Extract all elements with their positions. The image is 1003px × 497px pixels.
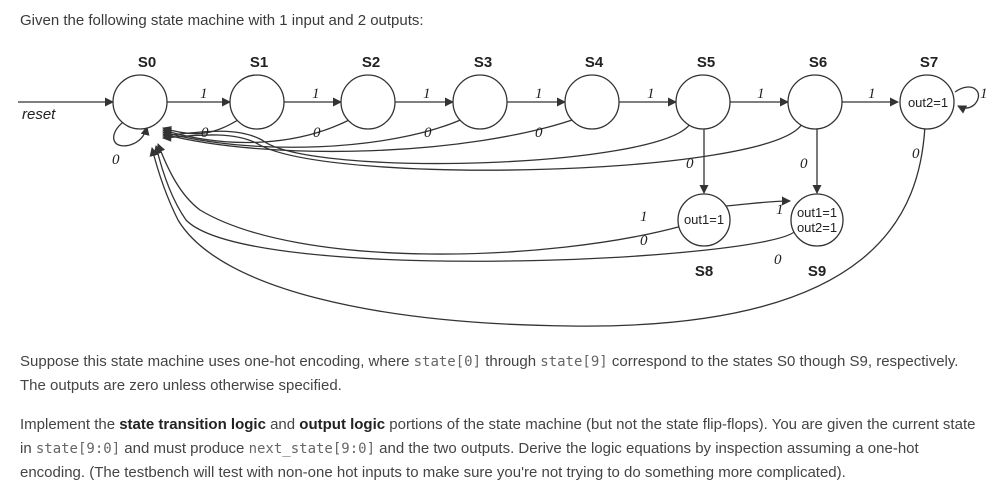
input-s5-s6: 1: [757, 86, 765, 102]
state-s8: [677, 193, 731, 247]
input-s4-s0: 0: [535, 125, 543, 141]
input-s7-self: 1: [980, 86, 988, 102]
label-s0: S0: [138, 54, 156, 71]
edge-s6-s0: [162, 123, 803, 171]
edge-s0-self: [113, 119, 150, 147]
input-s3-s0: 0: [424, 125, 432, 141]
code-state9: state[9]: [540, 354, 608, 370]
code-next-state-bus: next_state[9:0]: [248, 441, 375, 457]
reset-label: reset: [22, 106, 56, 123]
output-s9-line1: out1=1: [797, 205, 837, 220]
input-s9-s0: 0: [774, 252, 782, 268]
label-s9: S9: [808, 263, 826, 280]
label-s3: S3: [474, 54, 492, 71]
state-s6: [787, 74, 843, 130]
input-s8-s9: 1: [776, 202, 784, 218]
input-s8-s0: 0: [640, 233, 648, 249]
input-s2-s0: 0: [313, 125, 321, 141]
state-s2: [340, 74, 396, 130]
state-s4: [564, 74, 620, 130]
output-s9-line2: out2=1: [797, 220, 837, 235]
state-s9: [790, 193, 844, 247]
description-paragraph: Suppose this state machine uses one-hot …: [20, 353, 959, 394]
output-s8: out1=1: [684, 212, 724, 227]
state-s0: [112, 74, 168, 130]
state-s3: [452, 74, 508, 130]
intro-text: Given the following state machine with 1…: [20, 12, 424, 29]
label-s5: S5: [697, 54, 715, 71]
input-s2-s3: 1: [423, 86, 431, 102]
state-s1: [229, 74, 285, 130]
edge-s4-s0: [162, 117, 579, 153]
emphasis-state-transition: state transition logic: [119, 416, 266, 433]
edge-s7-self: [954, 86, 980, 114]
input-s0-self: 0: [112, 152, 120, 168]
label-s7: S7: [920, 54, 938, 71]
input-s9-s0-one: 1: [640, 209, 648, 225]
input-s1-s2: 1: [312, 86, 320, 102]
state-machine-diagram: S0 S1 S2 S3 S4 S5 S6 S7 S8 S9 out2=1 out…: [18, 54, 988, 327]
edge-s5-s0: [162, 123, 691, 165]
output-s7: out2=1: [908, 95, 948, 110]
input-s4-s5: 1: [647, 86, 655, 102]
edge-s3-s0: [162, 117, 466, 148]
input-s7-s0: 0: [912, 146, 920, 162]
label-s4: S4: [585, 54, 604, 71]
edge-s8-s9: [725, 196, 791, 207]
state-s7: [899, 74, 955, 130]
label-s1: S1: [250, 54, 268, 71]
label-s8: S8: [695, 263, 713, 280]
label-s2: S2: [362, 54, 380, 71]
edge-s8-s0: [156, 143, 683, 255]
label-s6: S6: [809, 54, 827, 71]
edge-s7-s0: [149, 125, 926, 327]
input-s3-s4: 1: [535, 86, 543, 102]
task-paragraph: Implement the state transition logic and…: [20, 416, 976, 481]
emphasis-output-logic: output logic: [299, 416, 386, 433]
input-s6-s7: 1: [868, 86, 876, 102]
input-s6-s9: 0: [800, 156, 808, 172]
state-s5: [675, 74, 731, 130]
input-s5-s8: 0: [686, 156, 694, 172]
code-state0: state[0]: [413, 354, 482, 370]
edge-s9-s0: [153, 145, 797, 262]
input-s1-s0: 0: [201, 125, 209, 141]
edge-s1-s0: [162, 117, 242, 135]
input-s0-s1: 1: [200, 86, 208, 102]
code-state-bus: state[9:0]: [35, 441, 121, 457]
